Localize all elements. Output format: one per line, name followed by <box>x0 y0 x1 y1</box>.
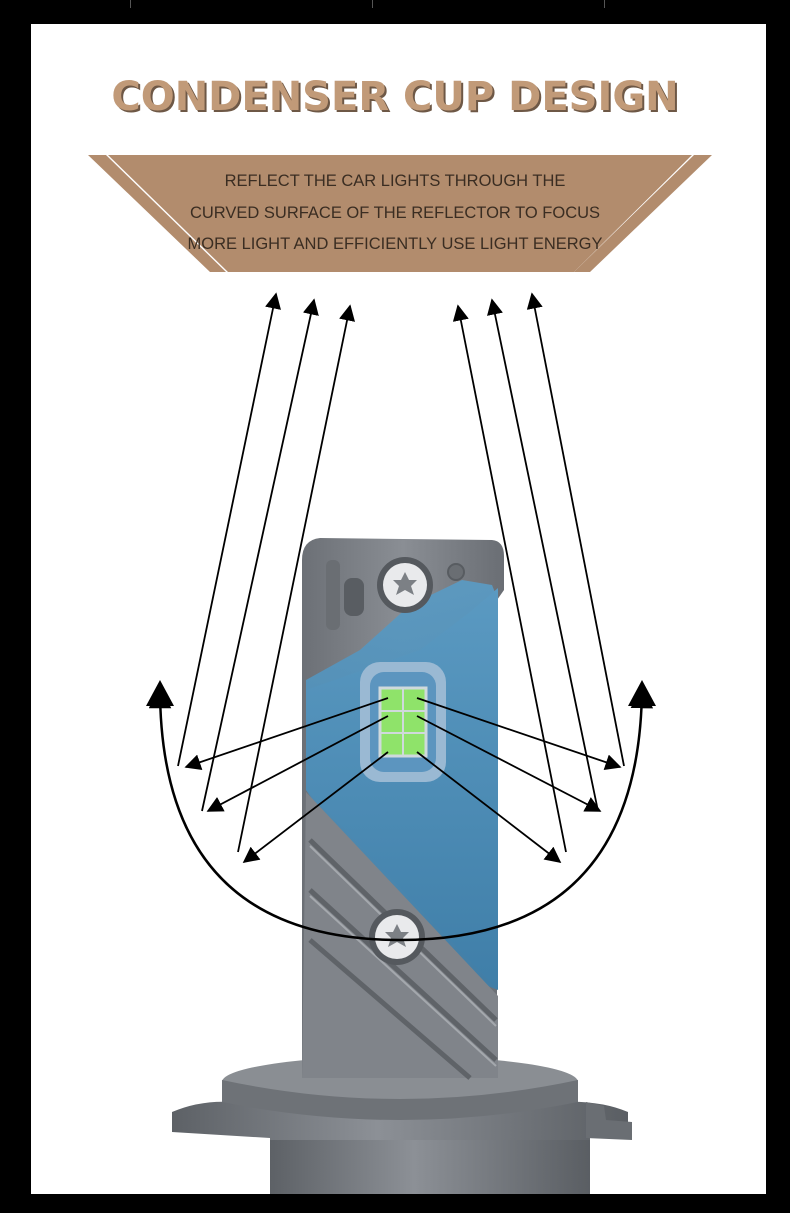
banner <box>88 155 712 272</box>
torx-screw-icon <box>377 557 433 613</box>
edge-tick <box>604 0 605 8</box>
banner-line: MORE LIGHT AND EFFICIENTLY USE LIGHT ENE… <box>187 235 603 253</box>
banner-left-stripe <box>88 155 226 272</box>
arc-arrowhead-right <box>628 680 656 706</box>
torx-screw-icon <box>369 909 425 965</box>
banner-description: REFLECT THE CAR LIGHTS THROUGH THE CURVE… <box>150 166 640 261</box>
edge-tick <box>130 0 131 8</box>
banner-right-stripe <box>574 155 712 272</box>
bulb-body <box>302 538 504 1080</box>
banner-line: CURVED SURFACE OF THE REFLECTOR TO FOCUS <box>189 203 601 222</box>
reflected-rays <box>177 292 625 853</box>
emitted-rays <box>184 697 622 863</box>
bulb-base <box>172 1056 632 1194</box>
arc-arrowhead-left <box>146 680 174 706</box>
banner-line: REFLECT THE CAR LIGHTS THROUGH THE <box>224 172 566 190</box>
vent-slot <box>344 578 364 616</box>
banner-body <box>108 155 692 272</box>
reflector-arc <box>148 685 654 942</box>
page-title: CONDENSER CUP DESIGN <box>111 74 679 120</box>
edge-tick <box>372 0 373 8</box>
